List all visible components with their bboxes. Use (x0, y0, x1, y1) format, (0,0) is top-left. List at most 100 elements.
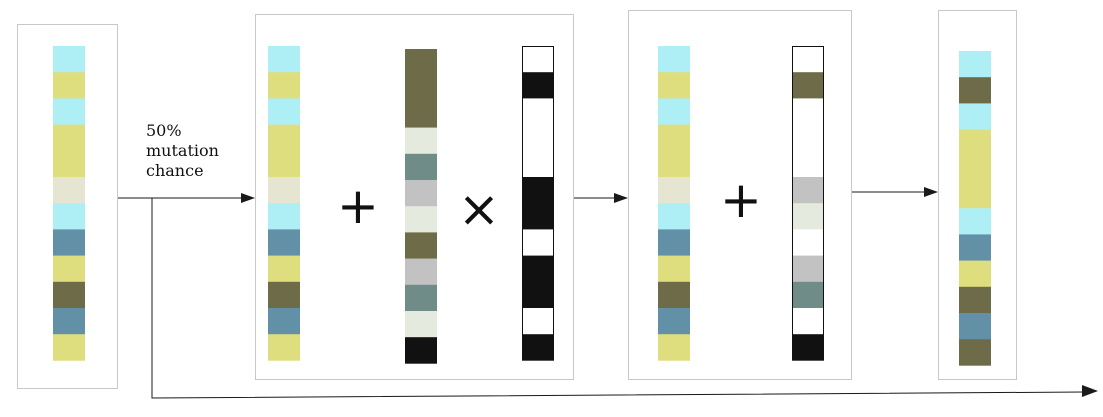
gene-cell (268, 281, 300, 309)
gene-cell (522, 308, 554, 335)
gene-cell (522, 177, 554, 204)
gene-cell (405, 75, 437, 102)
masked-original-column (658, 46, 690, 361)
gene-cell (658, 308, 690, 335)
input-genome-column (53, 46, 85, 361)
output-frame (938, 10, 1017, 380)
gene-cell (405, 127, 437, 155)
gene-cell (792, 98, 824, 125)
gene-cell (53, 98, 85, 125)
gene-cell (959, 129, 991, 157)
gene-cell (268, 98, 300, 125)
gene-cell (522, 98, 554, 125)
gene-cell (268, 150, 300, 178)
gene-cell (268, 72, 300, 99)
gene-cell (53, 281, 85, 309)
masked-frame (628, 10, 852, 380)
gene-cell (53, 308, 85, 335)
gene-cell (268, 308, 300, 335)
gene-cell (522, 255, 554, 283)
gene-cell (405, 180, 437, 207)
gene-cell (658, 255, 690, 283)
gene-cell (53, 255, 85, 283)
gene-cell (959, 339, 991, 366)
gene-cell (959, 155, 991, 183)
gene-cell (792, 72, 824, 99)
gene-cell (658, 98, 690, 125)
gene-cell (959, 208, 991, 235)
gene-cell (268, 124, 300, 152)
original-genome-column (268, 46, 300, 361)
gene-cell (959, 286, 991, 314)
gene-cell (959, 182, 991, 209)
gene-cell (53, 177, 85, 204)
gene-cell (658, 46, 690, 73)
gene-cell (522, 229, 554, 256)
masked-mutation-column (792, 46, 824, 361)
gene-cell (658, 124, 690, 152)
gene-cell (792, 46, 824, 73)
gene-cell (268, 177, 300, 204)
gene-cell (268, 229, 300, 256)
gene-cell (658, 177, 690, 204)
gene-cell (658, 334, 690, 361)
gene-cell (405, 337, 437, 364)
gene-cell (268, 203, 300, 230)
gene-cell (405, 232, 437, 259)
gene-cell (405, 153, 437, 181)
gene-cell (405, 284, 437, 312)
gene-cell (405, 49, 437, 76)
bypass-arrow-line (151, 198, 1085, 399)
gene-cell (792, 281, 824, 309)
times-operator: × (458, 180, 500, 238)
mutation-chance-label: 50% mutation chance (146, 121, 219, 181)
gene-cell (792, 255, 824, 283)
gene-cell (53, 229, 85, 256)
mutation-label-line-1: 50% (146, 121, 182, 140)
gene-cell (792, 308, 824, 335)
gene-cell (522, 72, 554, 99)
column-border (792, 46, 824, 361)
gene-cell (522, 150, 554, 178)
gene-cell (959, 234, 991, 261)
gene-cell (53, 124, 85, 152)
gene-cell (53, 46, 85, 73)
gene-cell (522, 46, 554, 73)
gene-cell (268, 255, 300, 283)
gene-cell (658, 72, 690, 99)
gene-cell (792, 229, 824, 256)
gene-cell (959, 77, 991, 104)
gene-cell (959, 51, 991, 78)
gene-cell (53, 72, 85, 99)
input-frame (17, 24, 118, 389)
gene-cell (53, 203, 85, 230)
gene-cell (658, 203, 690, 230)
mutation-label-line-2: mutation (146, 141, 219, 160)
gene-cell (405, 311, 437, 338)
gene-cell (405, 101, 437, 128)
gene-cell (658, 281, 690, 309)
gene-cell (792, 334, 824, 361)
gene-cell (792, 203, 824, 230)
output-genome-column (959, 51, 991, 366)
gene-cell (268, 46, 300, 73)
gene-cell (268, 334, 300, 361)
gene-cell (792, 150, 824, 178)
mutation-label-line-3: chance (146, 161, 204, 180)
plus-operator: + (337, 177, 379, 235)
gene-cell (959, 103, 991, 130)
combine-frame (255, 14, 574, 380)
mutation-genome-column (405, 49, 437, 364)
bypass-arrow-head (1082, 385, 1098, 397)
column-border (522, 46, 554, 361)
gene-cell (658, 229, 690, 256)
gene-cell (53, 150, 85, 178)
gene-cell (405, 258, 437, 286)
gene-cell (959, 260, 991, 288)
plus-operator-2: + (720, 171, 762, 229)
gene-cell (522, 281, 554, 309)
gene-cell (522, 203, 554, 230)
gene-cell (792, 177, 824, 204)
gene-cell (959, 313, 991, 340)
